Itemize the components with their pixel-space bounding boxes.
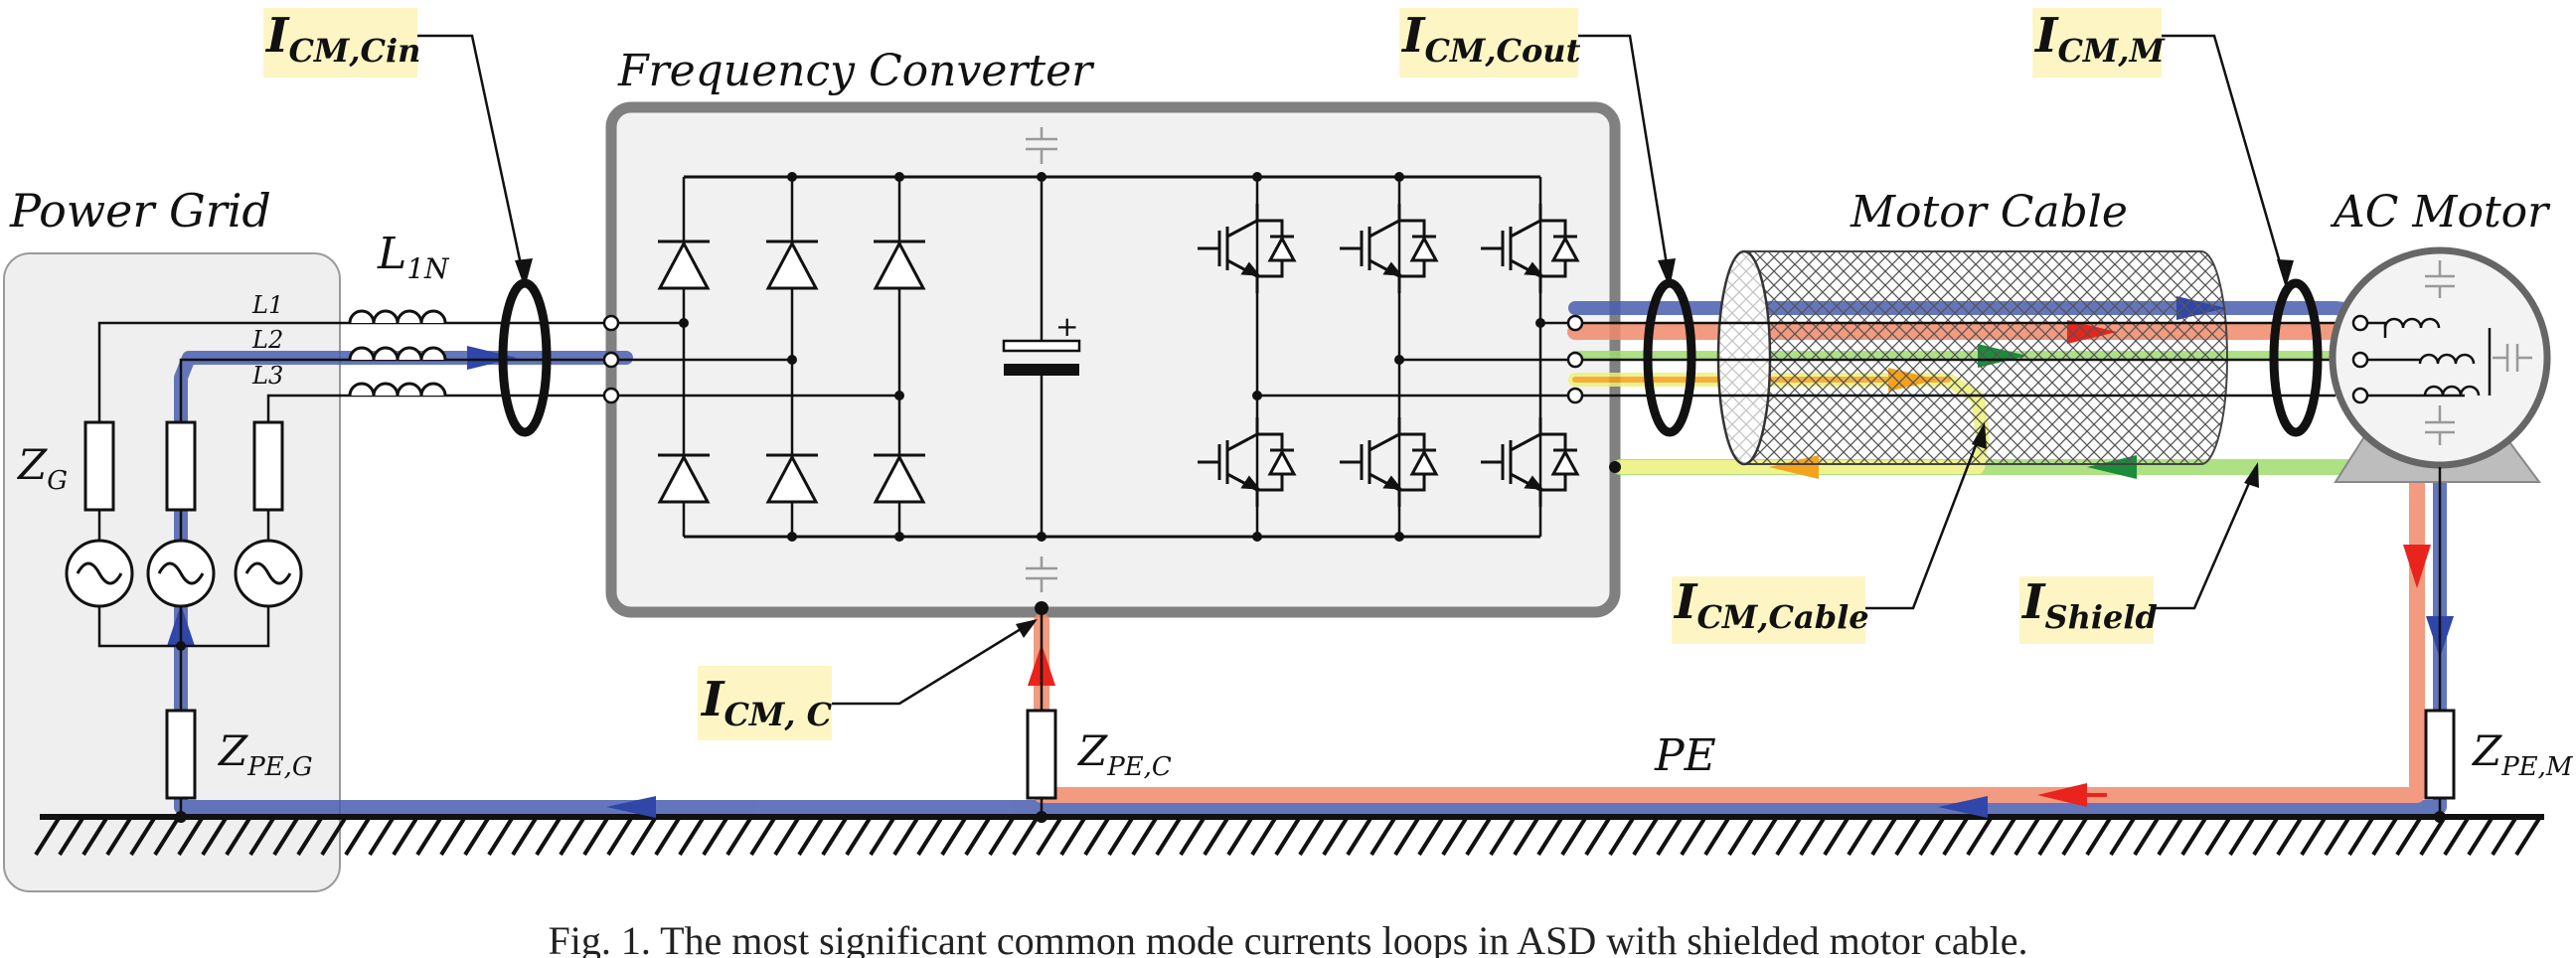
parasitic-capacitors xyxy=(1026,127,1057,592)
label-i-shield: IShield xyxy=(2020,574,2158,636)
ac-motor xyxy=(2329,246,2551,823)
zpe-c-resistor xyxy=(1026,709,1057,800)
motor-cable xyxy=(1582,249,2366,473)
zg-label: ZG xyxy=(16,440,68,496)
svg-text:+: + xyxy=(1055,310,1078,343)
phase-label-l2: L2 xyxy=(251,326,283,354)
igbt-icon xyxy=(1481,204,1580,293)
ac-source-icon xyxy=(65,539,303,608)
label-backgrounds xyxy=(263,8,2162,740)
igbt-icon xyxy=(1481,417,1580,507)
zpe-g-resistor xyxy=(165,709,197,800)
label-i-cm-cable: ICM,Cable xyxy=(1673,574,1869,636)
converter-pe xyxy=(1026,601,1057,823)
igbt-icon xyxy=(1340,204,1439,293)
zpe-m-resistor xyxy=(2424,709,2456,800)
label-i-cm-m: ICM,M xyxy=(2033,8,2166,70)
power-grid-title: Power Grid xyxy=(9,184,271,238)
zg-resistor-3 xyxy=(252,420,284,512)
inductor-label: L1N xyxy=(377,229,450,285)
arrow-red-motor-down xyxy=(2403,545,2431,588)
motor-cable-title: Motor Cable xyxy=(1850,187,2128,238)
leader-arrowheads xyxy=(515,258,2294,638)
igbt-icon xyxy=(1198,204,1297,293)
rectifier-diodes xyxy=(657,240,926,504)
zpe-g-label: ZPE,G xyxy=(217,726,313,782)
frequency-converter-title: Frequency Converter xyxy=(617,46,1095,96)
dc-link-capacitor: + xyxy=(1002,172,1081,542)
zg-resistor-2 xyxy=(165,420,197,512)
ac-motor-title: AC Motor xyxy=(2330,187,2551,238)
leader-lines xyxy=(417,34,2288,706)
phase-label-l3: L3 xyxy=(251,362,283,390)
phase-label-l1: L1 xyxy=(251,291,283,319)
igbt-icon xyxy=(1340,417,1439,507)
pe-label: PE xyxy=(1654,730,1716,781)
input-inductors xyxy=(348,309,447,397)
zpe-c-label: ZPE,C xyxy=(1076,726,1172,782)
figure-caption: Fig. 1. The most significant common mode… xyxy=(548,918,2027,958)
arrow-red-ground xyxy=(2037,783,2087,807)
igbt-icon xyxy=(1198,417,1297,507)
label-i-cm-cout: ICM,Cout xyxy=(1400,8,1581,70)
igbt-switches xyxy=(1198,204,1580,507)
zg-resistor-1 xyxy=(83,420,115,512)
label-i-cm-c: ICM, C xyxy=(700,672,833,733)
label-i-cm-cin: ICM,Cin xyxy=(264,8,420,70)
zpe-m-label: ZPE,M xyxy=(2471,726,2574,782)
inverter-circuit xyxy=(1252,172,1584,542)
ground-hatching xyxy=(34,815,2542,857)
arrow-blue-ground-1 xyxy=(606,796,656,818)
arrow-blue-grid-input xyxy=(467,346,517,370)
arrow-blue-ground-2 xyxy=(1938,796,1988,818)
